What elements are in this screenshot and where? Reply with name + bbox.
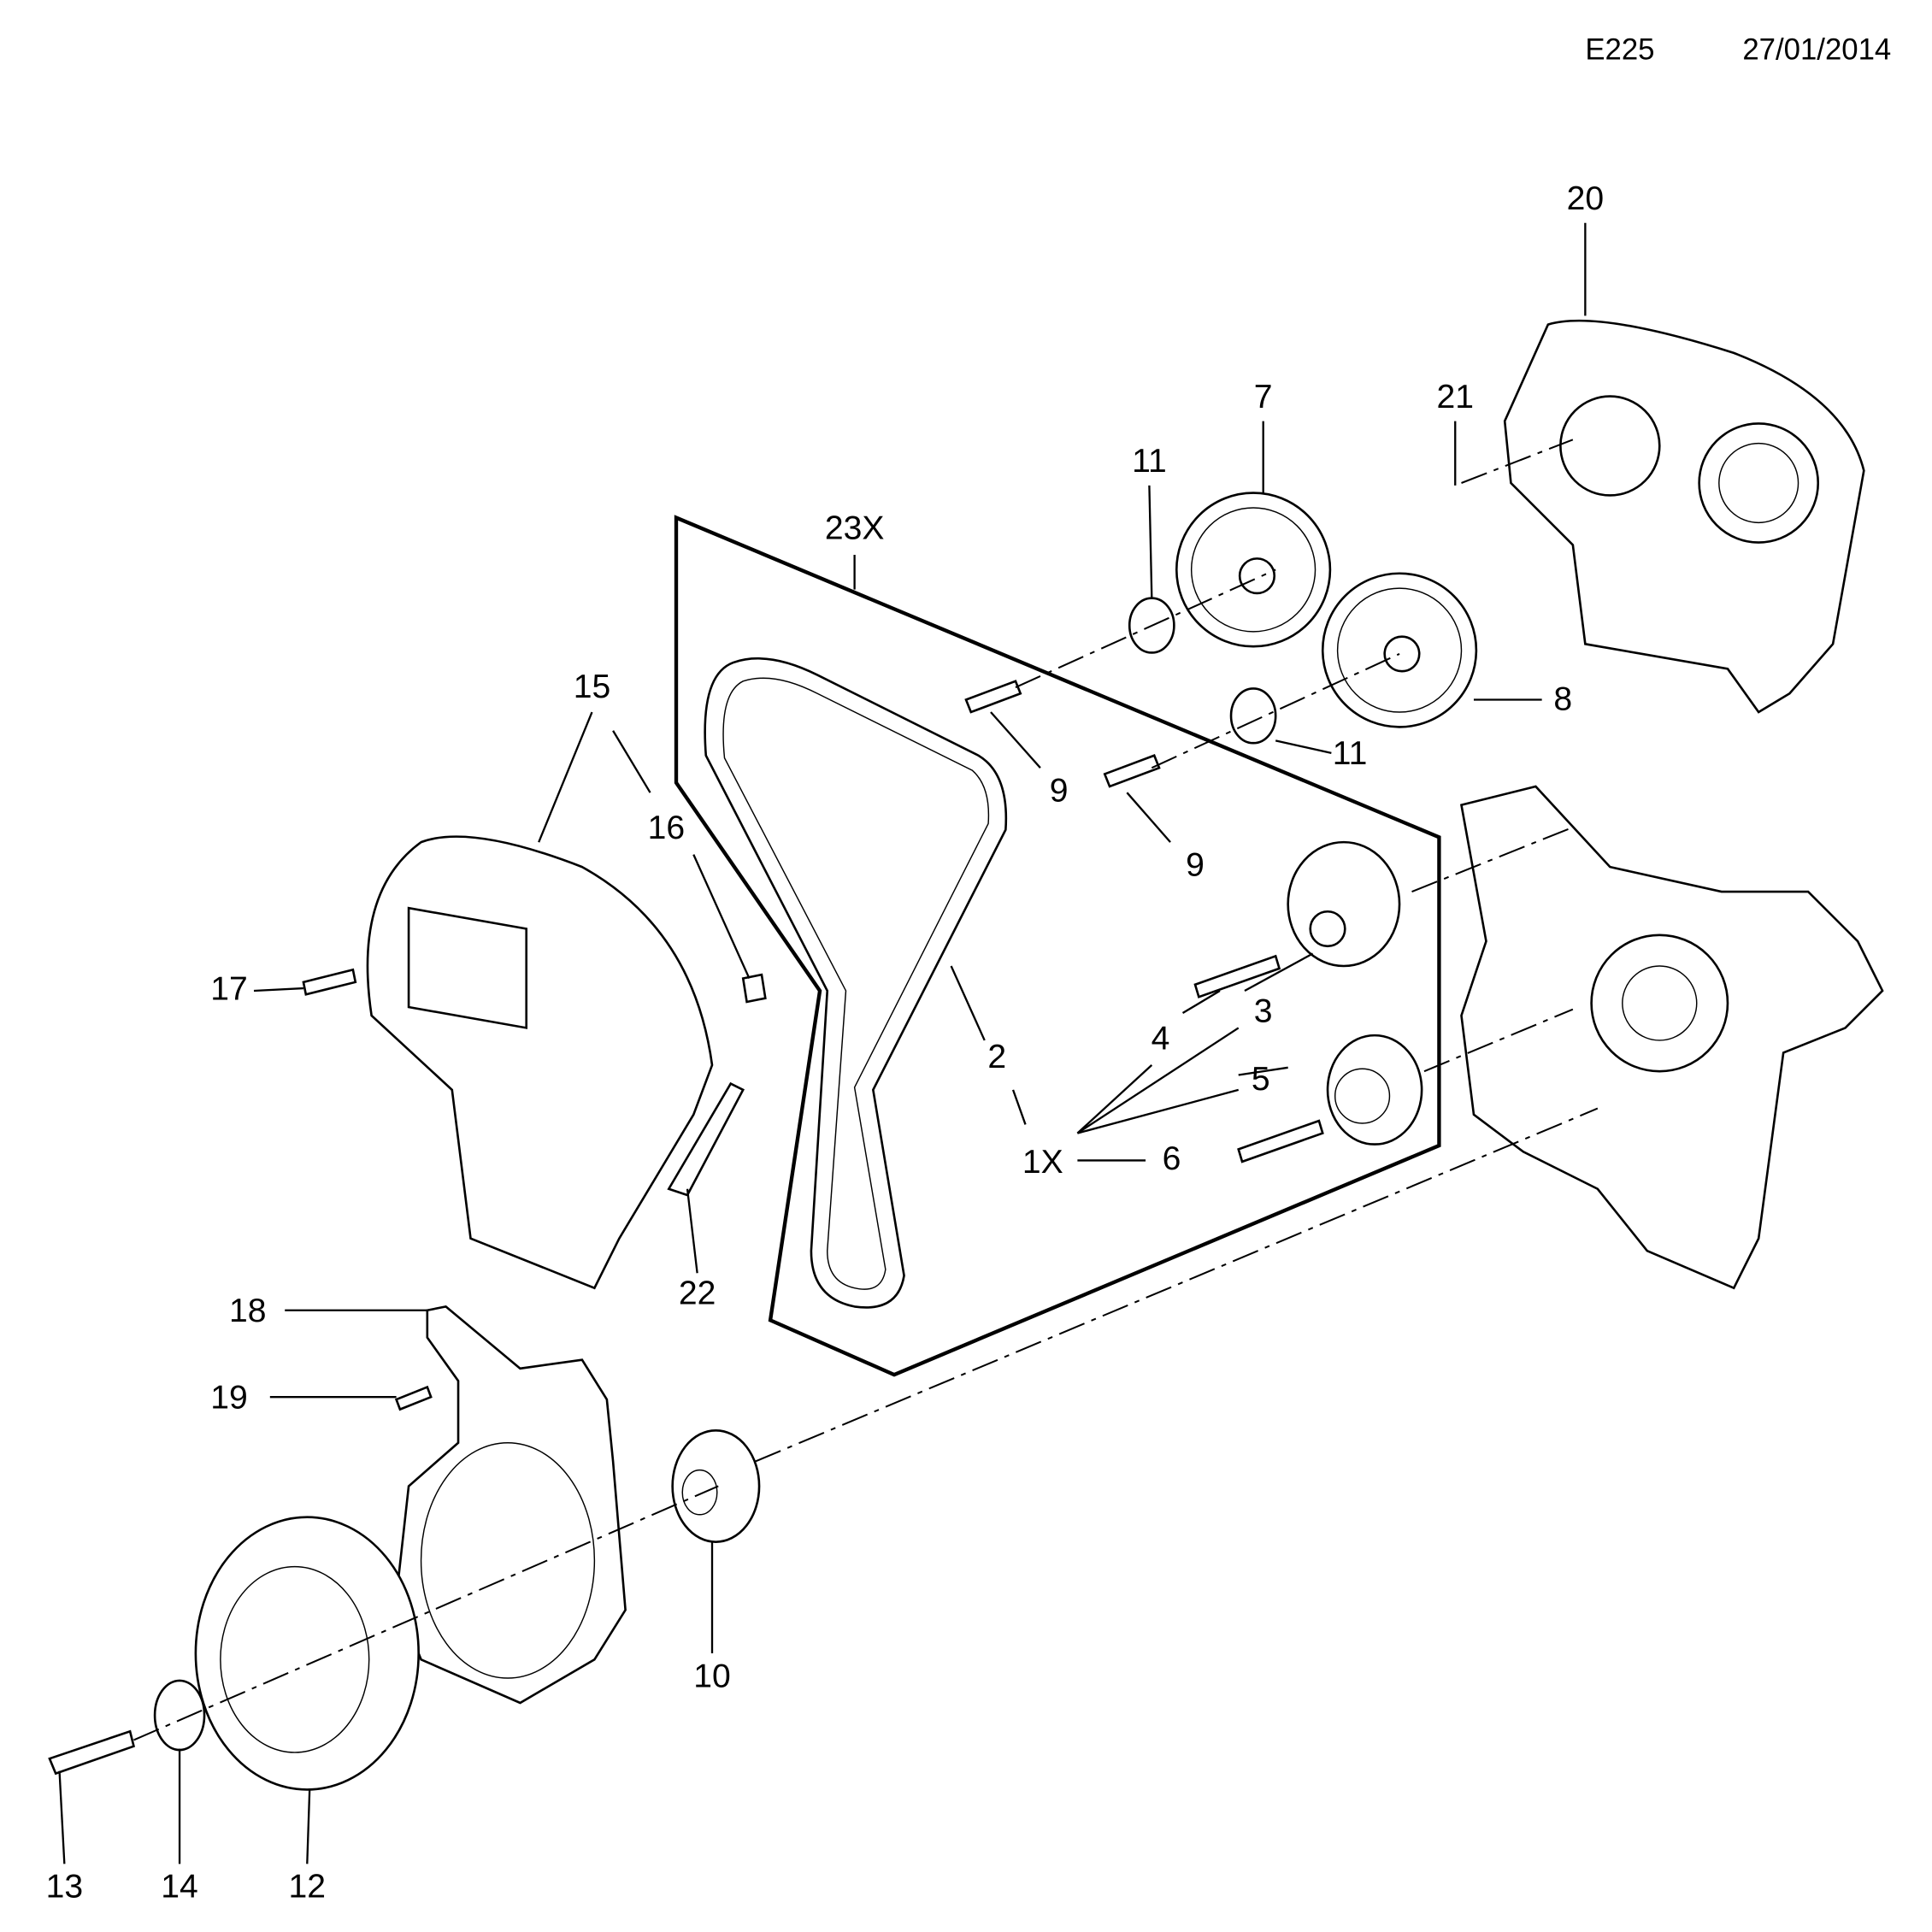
crankshaft-pulley — [194, 1516, 420, 1791]
bolt-9 — [1103, 754, 1161, 788]
lower-timing-cover — [395, 1305, 627, 1705]
callout-11: 11 — [1132, 443, 1167, 480]
callout-3: 3 — [1254, 993, 1273, 1029]
callout-18: 18 — [229, 1293, 267, 1329]
washer-11 — [1229, 687, 1277, 745]
clip-16 — [741, 973, 767, 1004]
callout-7: 7 — [1254, 379, 1273, 415]
callout-11: 11 — [1333, 735, 1368, 772]
idler-pulley — [1326, 1034, 1423, 1146]
callout-14: 14 — [161, 1869, 198, 1905]
callout-21: 21 — [1436, 379, 1474, 415]
callout-19: 19 — [210, 1379, 248, 1416]
callout-8: 8 — [1553, 680, 1572, 717]
bolt-9 — [964, 680, 1022, 714]
callout-9: 9 — [1050, 773, 1069, 810]
rear-timing-cover — [1503, 319, 1865, 714]
leader-lines — [58, 222, 1587, 1864]
bolt-17 — [302, 968, 357, 996]
callout-2: 2 — [987, 1039, 1006, 1075]
tensioner-pulley — [1287, 840, 1401, 968]
callout-17: 17 — [210, 970, 248, 1007]
bolt-4 — [1193, 954, 1281, 998]
rear-cover-opening — [1698, 422, 1820, 544]
front-timing-cover — [366, 835, 714, 1290]
callout-10: 10 — [693, 1658, 731, 1694]
callout-16: 16 — [648, 810, 686, 846]
callout-4: 4 — [1152, 1020, 1170, 1057]
callout-5: 5 — [1252, 1061, 1270, 1098]
bracket-22 — [667, 1081, 745, 1197]
timing-belt — [704, 657, 1008, 1309]
rear-cover-opening — [1559, 395, 1661, 497]
callout-9: 9 — [1186, 846, 1205, 883]
bolt-19 — [394, 1385, 433, 1411]
washer-14 — [153, 1679, 206, 1752]
kit-outline-23x — [674, 515, 1441, 1377]
cover-window — [407, 906, 528, 1029]
water-pump-pulley — [1590, 934, 1729, 1073]
callout-13: 13 — [46, 1869, 84, 1905]
callout-22: 22 — [679, 1275, 716, 1312]
callout-12: 12 — [289, 1869, 327, 1905]
diagram-code: E225 — [1585, 34, 1654, 67]
callout-20: 20 — [1567, 180, 1605, 217]
bolt-6 — [1237, 1119, 1324, 1163]
timing-belt-inner — [722, 677, 990, 1290]
callout-15: 15 — [574, 669, 611, 705]
callout-1x: 1X — [1022, 1144, 1063, 1181]
bolt-13 — [48, 1729, 136, 1776]
callout-6: 6 — [1163, 1140, 1181, 1177]
callout-23x: 23X — [825, 510, 885, 546]
diagram-date: 27/01/2014 — [1742, 34, 1891, 67]
